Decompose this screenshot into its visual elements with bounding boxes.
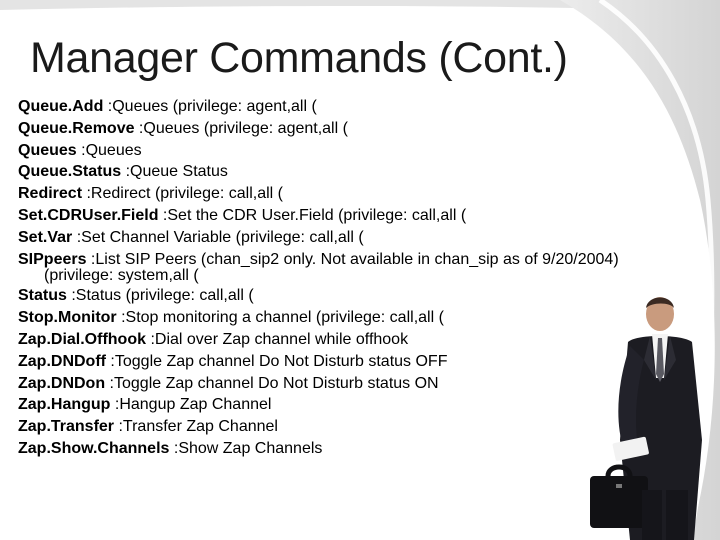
command-item: Queues :Queues bbox=[18, 140, 708, 162]
command-item: Queue.Status :Queue Status bbox=[18, 161, 708, 183]
command-name: Zap.DNDon bbox=[18, 374, 106, 392]
command-item: SIPpeers :List SIP Peers (chan_sip2 only… bbox=[18, 249, 708, 286]
command-name: Status bbox=[18, 287, 67, 305]
command-description: :Transfer Zap Channel bbox=[114, 418, 278, 436]
command-name: Stop.Monitor bbox=[18, 309, 117, 327]
command-name: SIPpeers bbox=[18, 250, 87, 268]
command-name: Zap.Transfer bbox=[18, 418, 115, 436]
command-name: Queue.Add bbox=[18, 98, 104, 115]
command-description-continued: (privilege: system,all ( bbox=[44, 267, 199, 285]
command-list: Queue.Add :Queues (privilege: agent,all … bbox=[18, 96, 708, 460]
command-description: :Show Zap Channels bbox=[169, 439, 323, 457]
businessman-with-briefcase-icon bbox=[590, 297, 702, 540]
command-name: Queues bbox=[18, 141, 77, 159]
command-name: Redirect bbox=[18, 185, 83, 203]
command-item: Queue.Remove :Queues (privilege: agent,a… bbox=[18, 118, 708, 140]
command-name: Zap.Hangup bbox=[18, 396, 111, 414]
command-description: :Stop monitoring a channel (privilege: c… bbox=[116, 309, 444, 327]
command-item: Zap.DNDoff :Toggle Zap channel Do Not Di… bbox=[18, 351, 708, 373]
page-title: Manager Commands (Cont.) bbox=[30, 34, 568, 82]
command-description: :Queue Status bbox=[121, 163, 228, 181]
command-item: Zap.DNDon :Toggle Zap channel Do Not Dis… bbox=[18, 373, 708, 395]
command-name: Set.CDRUser.Field bbox=[18, 206, 159, 224]
command-description: :Hangup Zap Channel bbox=[110, 396, 272, 414]
command-description: :Toggle Zap channel Do Not Disturb statu… bbox=[105, 352, 448, 370]
command-item: Status :Status (privilege: call,all ( bbox=[18, 285, 708, 307]
command-item: Redirect :Redirect (privilege: call,all … bbox=[18, 183, 708, 205]
command-item: Stop.Monitor :Stop monitoring a channel … bbox=[18, 307, 708, 329]
command-name: Queue.Remove bbox=[18, 119, 135, 137]
command-item: Zap.Show.Channels :Show Zap Channels bbox=[18, 438, 708, 460]
command-description: :Dial over Zap channel while offhook bbox=[146, 330, 409, 348]
command-name: Set.Var bbox=[18, 228, 73, 246]
command-description: :Status (privilege: call,all ( bbox=[66, 287, 254, 305]
command-name: Zap.Show.Channels bbox=[18, 439, 170, 457]
command-description: :Redirect (privilege: call,all ( bbox=[82, 185, 283, 203]
command-description: :Queues bbox=[76, 141, 142, 159]
command-item: Zap.Transfer :Transfer Zap Channel bbox=[18, 416, 708, 438]
command-description: :Set the CDR User.Field (privilege: call… bbox=[158, 206, 467, 224]
command-item: Zap.Dial.Offhook :Dial over Zap channel … bbox=[18, 329, 708, 351]
command-description: :Queues (privilege: agent,all ( bbox=[103, 98, 317, 115]
command-item: Queue.Add :Queues (privilege: agent,all … bbox=[18, 96, 708, 118]
command-item: Zap.Hangup :Hangup Zap Channel bbox=[18, 394, 708, 416]
command-name: Queue.Status bbox=[18, 163, 122, 181]
command-name: Zap.Dial.Offhook bbox=[18, 330, 146, 348]
command-description: :Toggle Zap channel Do Not Disturb statu… bbox=[105, 374, 439, 392]
command-description: :Queues (privilege: agent,all ( bbox=[134, 119, 348, 137]
command-description: :List SIP Peers (chan_sip2 only. Not ava… bbox=[86, 250, 619, 268]
command-name: Zap.DNDoff bbox=[18, 352, 106, 370]
command-item: Set.CDRUser.Field :Set the CDR User.Fiel… bbox=[18, 205, 708, 227]
command-item: Set.Var :Set Channel Variable (privilege… bbox=[18, 227, 708, 249]
command-description: :Set Channel Variable (privilege: call,a… bbox=[72, 228, 364, 246]
